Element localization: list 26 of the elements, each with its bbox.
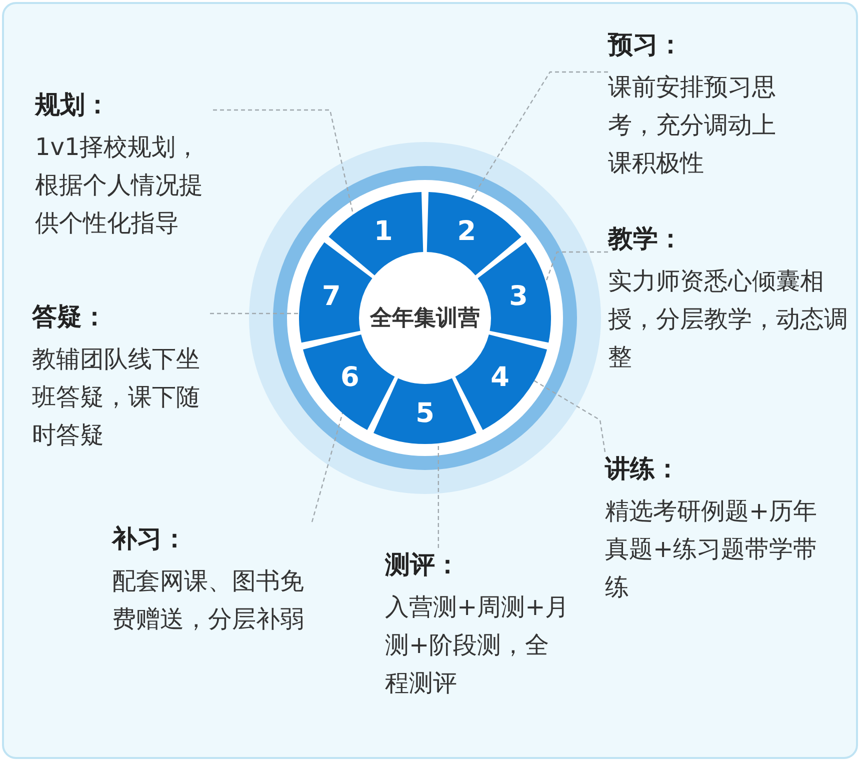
segment-number: 1 <box>372 216 394 246</box>
section-heading: 教学： <box>608 223 684 255</box>
leader-line <box>210 312 300 314</box>
section-heading: 测评： <box>385 549 461 581</box>
segment-number: 2 <box>456 216 478 246</box>
description-text: 配套网课、图书免费赠送，分层补弱 <box>112 566 305 635</box>
description-text: 1v1择校规划，根据个人情况提供个性化指导 <box>35 132 204 239</box>
section-heading: 补习： <box>112 523 188 555</box>
section-heading: 答疑： <box>32 301 108 333</box>
segment-number: 7 <box>321 282 342 312</box>
segment-number: 5 <box>414 399 436 429</box>
leader-line <box>533 380 606 452</box>
section-heading: 讲练： <box>605 453 681 485</box>
description-text: 实力师资悉心倾囊相授，分层教学，动态调整 <box>608 266 849 373</box>
section-heading: 规划： <box>35 89 111 121</box>
section-heading: 预习： <box>608 29 684 61</box>
description-text: 精选考研例题+历年真题+练习题带学带练 <box>605 496 818 603</box>
segment-number: 3 <box>508 282 529 312</box>
segment-number: 4 <box>490 362 510 393</box>
leader-line <box>213 109 354 216</box>
leader-line <box>311 412 344 522</box>
description-text: 课前安排预习思考，充分调动上课积极性 <box>608 72 777 179</box>
segment-number: 6 <box>340 362 360 393</box>
leader-line <box>469 71 608 202</box>
description-text: 入营测+周测+月测+阶段测，全程测评 <box>385 592 570 699</box>
description-text: 教辅团队线下坐班答疑，课下随时答疑 <box>32 344 201 451</box>
